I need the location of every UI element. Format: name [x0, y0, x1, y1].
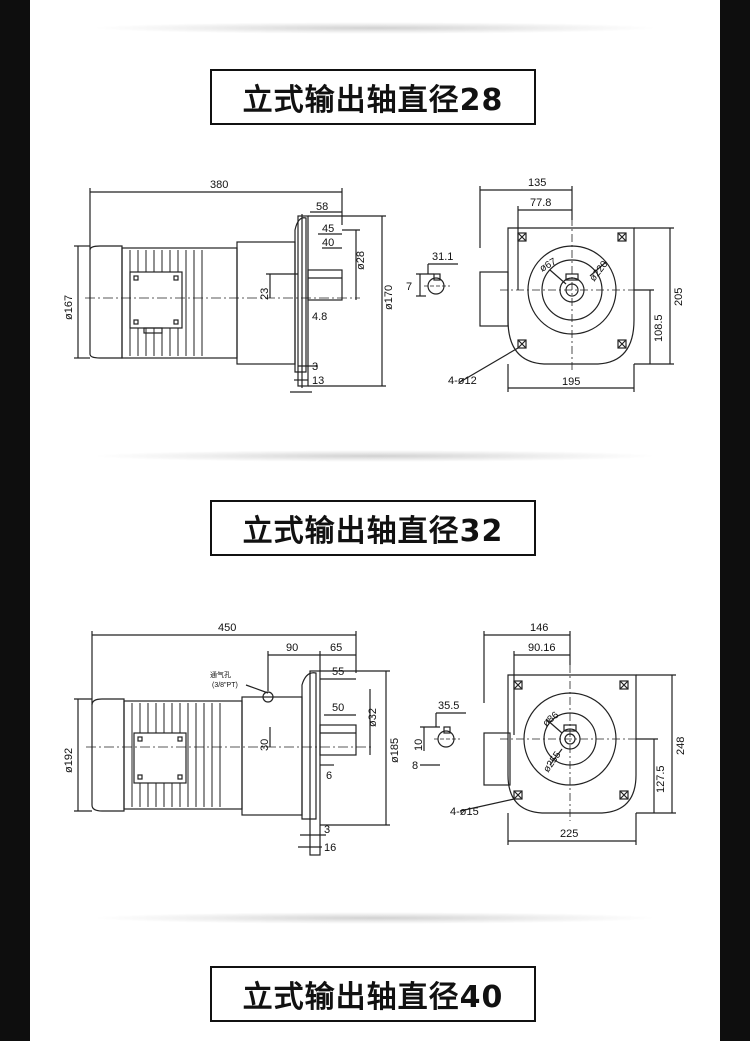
dim-height-32: 248 [675, 737, 687, 755]
dim-overall-28: 380 [210, 179, 228, 191]
divider-shadow [90, 22, 660, 34]
dim-key-k-28: 7 [406, 281, 412, 293]
dim-pcd-32: ø255 [541, 749, 563, 774]
dim-3-32: 3 [324, 824, 330, 836]
vent-note-32: 通气孔 [210, 670, 231, 679]
section-title-32-text: 立式输出轴直径32 [242, 514, 504, 549]
section-title-40: 立式输出轴直径40 [210, 966, 536, 1022]
dim-height-28: 205 [673, 288, 685, 306]
dim-center-28: 23 [259, 288, 271, 300]
dim-width-32: 225 [560, 828, 578, 840]
key-detail-32 [420, 712, 466, 766]
dim-half-32: 90.16 [528, 642, 556, 654]
dim-key-k2-32: 8 [412, 760, 418, 772]
dim-shaft-dia-32: ø32 [367, 708, 379, 727]
dim-motor-dia-28: ø167 [63, 295, 75, 320]
section-title-28: 立式输出轴直径28 [210, 69, 536, 125]
dim-pilot-32: ø86 [541, 710, 562, 730]
dim-half-h-28: 108.5 [653, 314, 665, 342]
dim-overall-32: 450 [218, 622, 236, 634]
dim-6-32: 6 [326, 770, 332, 782]
vent-sub-32: (3/8"PT) [212, 682, 238, 689]
dim-center-32: 30 [259, 739, 271, 751]
dim-half-28: 77.8 [530, 197, 551, 209]
dim-90-32: 90 [286, 642, 298, 654]
page: 立式输出轴直径28 [30, 0, 720, 1041]
dim-40-28: 40 [322, 237, 334, 249]
dim-50-32: 50 [332, 702, 344, 714]
dim-65-32: 65 [330, 642, 342, 654]
dim-key-w-28: 31.1 [432, 251, 453, 263]
dim-top-32: 146 [530, 622, 548, 634]
dim-flange-dia-32: ø185 [389, 738, 401, 763]
dim-55-32: 55 [332, 666, 344, 678]
section-title-40-text: 立式输出轴直径40 [242, 980, 504, 1015]
dim-width-28: 195 [562, 376, 580, 388]
dim-shaft-dia-28: ø28 [355, 251, 367, 270]
divider-shadow [90, 450, 660, 462]
front-view-32 [459, 631, 676, 845]
dim-key-k1-32: 10 [413, 739, 425, 751]
dim-flange-len-28: 58 [316, 201, 328, 213]
dim-top-28: 135 [528, 177, 546, 189]
dim-13-28: 13 [312, 375, 324, 387]
section-title-32: 立式输出轴直径32 [210, 500, 536, 556]
dim-half-h-32: 127.5 [655, 765, 667, 793]
dim-pcd-28: ø220 [588, 259, 611, 284]
dim-3-28: 3 [312, 361, 318, 373]
side-view-32 [74, 631, 390, 856]
dim-motor-dia-32: ø192 [63, 748, 75, 773]
section-title-28-text: 立式输出轴直径28 [242, 83, 504, 118]
front-view-28 [459, 186, 674, 392]
side-view-28 [74, 188, 386, 393]
drawing-28: 380 58 45 40 ø28 ø170 ø167 23 4.8 3 13 3… [63, 177, 685, 393]
dim-45-28: 45 [322, 223, 334, 235]
dim-holes-32: 4-ø15 [450, 806, 479, 818]
key-detail-28 [416, 263, 458, 297]
dim-holes-28: 4-ø12 [448, 375, 477, 387]
divider-shadow [90, 912, 660, 924]
dim-flange-dia-28: ø170 [383, 285, 395, 310]
dim-key-w-32: 35.5 [438, 700, 459, 712]
drawing-32: 450 90 65 55 50 ø32 ø185 ø192 30 6 3 16 … [63, 622, 687, 856]
dim-48-28: 4.8 [312, 311, 327, 323]
dim-16-32: 16 [324, 842, 336, 854]
